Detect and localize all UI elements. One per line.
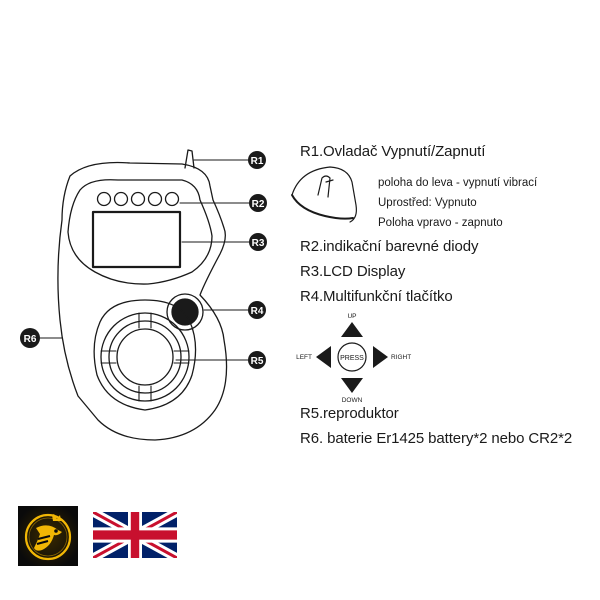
legend-r3: R3.LCD Display bbox=[300, 263, 406, 280]
dpad-down-arrow bbox=[341, 378, 363, 393]
callout-r6: R6 bbox=[20, 328, 40, 348]
upper-panel bbox=[67, 179, 213, 285]
dpad-right-arrow bbox=[373, 346, 388, 368]
device-body bbox=[57, 161, 228, 441]
svg-text:R6: R6 bbox=[24, 334, 37, 345]
dpad-press-button bbox=[337, 342, 367, 372]
speaker-cone bbox=[116, 328, 174, 386]
dpad-label-left: LEFT bbox=[296, 354, 312, 361]
multifunction-button-ring bbox=[166, 293, 204, 331]
speaker-housing bbox=[93, 299, 197, 411]
legend-r1-middle: Uprostřed: Vypnuto bbox=[378, 197, 477, 209]
dpad-up-arrow bbox=[341, 322, 363, 337]
switch-detail bbox=[291, 166, 357, 223]
leader-lines bbox=[39, 159, 251, 361]
svg-text:R2: R2 bbox=[252, 199, 265, 210]
legend-r5: R5.reproduktor bbox=[300, 405, 399, 422]
wasp-logo-icon bbox=[18, 506, 78, 566]
power-switch bbox=[184, 149, 195, 169]
legend-r2: R2.indikační barevné diody bbox=[300, 238, 479, 255]
svg-text:R3: R3 bbox=[252, 238, 265, 249]
speaker-middle-ring bbox=[108, 320, 182, 394]
svg-text:R5: R5 bbox=[251, 356, 264, 367]
dpad-label-right: RIGHT bbox=[391, 354, 411, 361]
callout-r4: R4 bbox=[248, 301, 266, 319]
led-indicators bbox=[96, 191, 180, 207]
language-flag[interactable] bbox=[93, 512, 177, 558]
speaker-outer-ring bbox=[100, 312, 190, 402]
legend-r1-left: poloha do leva - vypnutí vibrací bbox=[378, 177, 538, 189]
legend-r1-title: R1.Ovladač Vypnutí/Zapnutí bbox=[300, 143, 486, 160]
dpad-label-down: DOWN bbox=[342, 397, 363, 404]
legend-r6: R6. baterie Er1425 battery*2 nebo CR2*2 bbox=[300, 430, 573, 447]
dpad-label-press: PRESS bbox=[340, 355, 364, 362]
dpad-label-up: UP bbox=[347, 313, 356, 320]
legend-r1-right: Poloha vpravo - zapnuto bbox=[378, 217, 503, 229]
brand-logo bbox=[18, 506, 78, 566]
svg-text:R4: R4 bbox=[251, 306, 264, 317]
union-jack-flag-icon bbox=[93, 512, 177, 558]
callout-r1: R1 bbox=[248, 151, 266, 169]
dpad-left-arrow bbox=[316, 346, 331, 368]
legend-r4: R4.Multifunkční tlačítko bbox=[300, 288, 453, 305]
speaker-slits bbox=[100, 312, 190, 402]
callout-r3: R3 bbox=[249, 233, 267, 251]
dpad-diagram: PRESS UP DOWN LEFT RIGHT bbox=[296, 313, 411, 404]
callout-r2: R2 bbox=[249, 194, 267, 212]
multifunction-button bbox=[171, 298, 199, 326]
svg-text:R1: R1 bbox=[251, 156, 264, 167]
callout-r5: R5 bbox=[248, 351, 266, 369]
lcd-screen bbox=[91, 210, 182, 269]
